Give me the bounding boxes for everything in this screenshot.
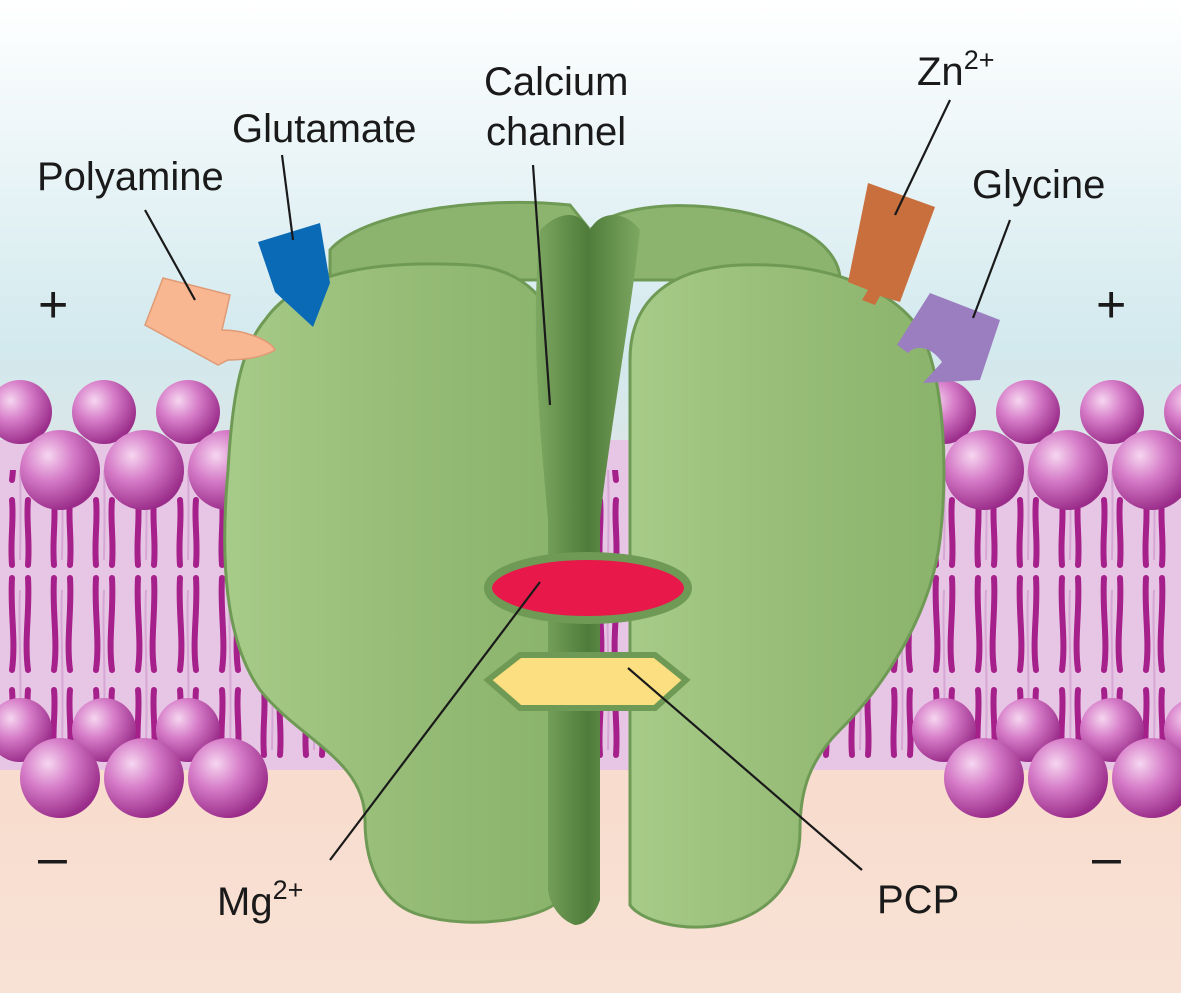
lipid-head: [1164, 383, 1181, 441]
lipid-head: [0, 380, 52, 444]
minus-right: –: [1092, 829, 1121, 887]
lipid-head: [20, 430, 100, 510]
minus-left: –: [38, 829, 67, 887]
label-zn: Zn2+: [917, 45, 994, 94]
mg-binding-site: [484, 552, 692, 624]
pcp-binding-site: [483, 652, 691, 711]
leader-zn: [894, 99, 951, 216]
leader-calcium-channel: [531, 164, 552, 406]
leader-glutamate: [280, 154, 295, 241]
lipid-head: [156, 380, 220, 444]
polyamine-ligand: [144, 277, 276, 366]
leader-glycine: [971, 219, 1012, 319]
label-pcp: PCP: [877, 878, 959, 922]
lipid-head: [104, 738, 184, 818]
receptor-right-subunit: [628, 263, 946, 929]
nmda-receptor-protein: [223, 200, 946, 929]
plus-right: +: [1096, 276, 1126, 334]
lipid-head: [944, 430, 1024, 510]
label-mg-sup: 2+: [273, 875, 304, 905]
label-calcium-line1: Calcium: [484, 60, 628, 104]
receptor-left-subunit: [223, 262, 562, 924]
lipid-head: [1028, 430, 1108, 510]
lipid-head: [1080, 380, 1144, 444]
leader-mg: [329, 581, 541, 861]
label-calcium-line2: channel: [486, 110, 626, 154]
lipid-head: [1112, 738, 1181, 818]
label-zn-sup: 2+: [964, 45, 995, 75]
label-glycine: Glycine: [972, 163, 1105, 207]
plus-left: +: [38, 276, 68, 334]
lipid-head: [1028, 738, 1108, 818]
label-mg: Mg2+: [217, 875, 303, 924]
label-mg-base: Mg: [217, 880, 273, 924]
lipid-head: [944, 738, 1024, 818]
lipid-head: [104, 430, 184, 510]
leader-pcp: [627, 667, 863, 871]
lipid-head: [1112, 430, 1181, 510]
label-polyamine: Polyamine: [37, 155, 224, 199]
glutamate-ligand: [258, 223, 330, 327]
lipid-head: [72, 380, 136, 444]
lipid-heads-bottom: [0, 698, 1181, 818]
lipid-head: [20, 738, 100, 818]
label-glutamate: Glutamate: [232, 107, 417, 151]
leader-polyamine: [144, 209, 196, 301]
lipid-head: [996, 380, 1060, 444]
label-zn-base: Zn: [917, 50, 964, 94]
zinc-ligand: [848, 183, 935, 305]
lipid-heads-top: [0, 380, 1181, 510]
lipid-head: [188, 738, 268, 818]
